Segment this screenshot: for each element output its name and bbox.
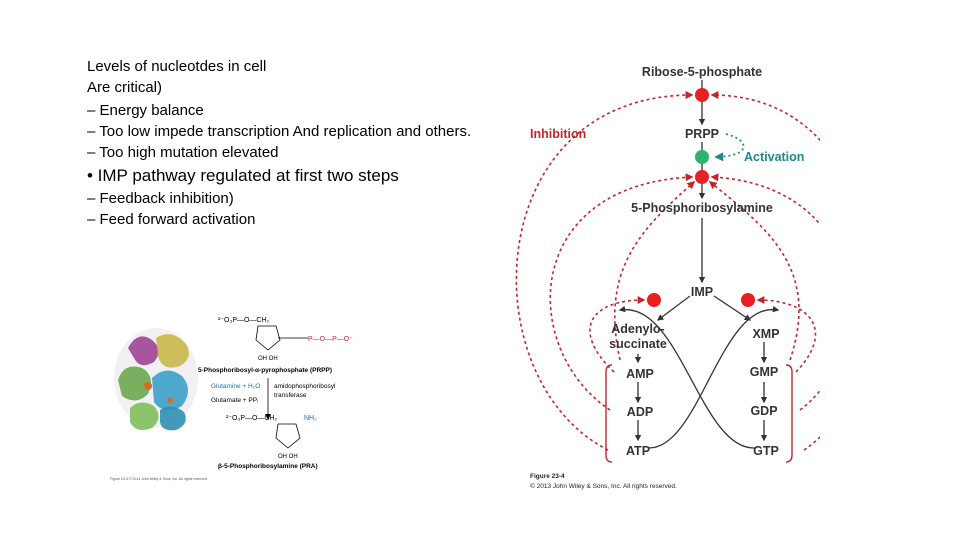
label-amp: AMP	[626, 367, 654, 381]
arc-amp-to-pra	[614, 180, 696, 361]
label-5-phosphoribosylamine: 5-Phosphoribosylamine	[631, 201, 773, 215]
pra-name: β-5-Phosphoribosylamine (PRA)	[218, 463, 318, 470]
bullet-too-high: – Too high mutation elevated	[87, 144, 279, 161]
arc-gtp-to-ribose	[710, 91, 820, 451]
prpp-phosphate-group: ²⁻O₃P—O—CH₂	[218, 317, 270, 324]
slide-text-block: Levels of nucleotdes in cell Are critica…	[87, 56, 507, 230]
prpp-name: 5-Phosphoribosyl-α-pyrophosphate (PRPP)	[198, 367, 332, 374]
bullet-energy: – Energy balance	[87, 102, 204, 119]
label-gdp: GDP	[750, 404, 777, 418]
enzyme-label-2: transferase	[274, 392, 307, 399]
arc-amp-to-adenylo	[589, 296, 646, 373]
bullet-imp-pathway: • IMP pathway regulated at first two ste…	[87, 166, 399, 185]
bullet-feedforward: – Feed forward activation	[87, 211, 256, 228]
activation-arc	[714, 133, 745, 162]
label-prpp: PRPP	[685, 127, 719, 141]
label-adenylo: Adenylo-	[611, 322, 664, 336]
pra-phosphate-group: ²⁻O₃P—O—CH₂	[226, 415, 278, 422]
inhibition-dot-xmp	[741, 293, 755, 307]
pra-amine: NH₂	[304, 415, 317, 422]
activation-dot-prpp	[695, 150, 709, 164]
arc-gmp-to-pra	[708, 181, 800, 361]
pra-ribose-ring	[275, 423, 301, 449]
inhibition-dot-adenylo	[647, 293, 661, 307]
label-xmp: XMP	[752, 327, 779, 341]
imp-pathway-diagram: Ribose-5-phosphate PRPP Inhibition Activ…	[515, 65, 820, 490]
pra-oh-groups: OH OH	[278, 454, 298, 460]
bullet-feedback: – Feedback inhibition)	[87, 190, 234, 207]
enzyme-label-1: amidophosphoribosyl	[274, 383, 336, 390]
arc-adp-to-pra	[549, 173, 694, 411]
figure-copyright: © 2013 John Wiley & Sons, Inc. All right…	[530, 482, 677, 490]
text-line-2: Are critical)	[87, 79, 163, 96]
structure-figure: ²⁻O₃P—O—CH₂ P—O—P—O⁻ OH OH 5-Phosphoribo…	[110, 317, 353, 481]
right-brace	[785, 364, 793, 463]
label-atp: ATP	[626, 444, 650, 458]
left-brace	[605, 364, 613, 463]
text-line-1: Levels of nucleotdes in cell	[87, 58, 267, 75]
arc-atp-to-ribose	[515, 91, 694, 451]
figure-label: Figure 23-4	[530, 473, 565, 480]
bullet-too-low: – Too low impede transcription And repli…	[87, 123, 472, 140]
arc-gdp-to-pra	[710, 173, 820, 411]
label-gmp: GMP	[750, 365, 778, 379]
label-adp: ADP	[627, 405, 653, 419]
label-inhibition: Inhibition	[530, 127, 586, 141]
inhibition-dot-pra	[695, 170, 709, 184]
label-gtp: GTP	[753, 444, 779, 458]
inhibition-dot-ribose	[695, 88, 709, 102]
label-ribose-5-phosphate: Ribose-5-phosphate	[642, 65, 762, 79]
glutamate-product: Glutamate + PPᵢ	[211, 397, 258, 404]
label-imp: IMP	[691, 285, 713, 299]
structure-credit: Figure 23-3 © 2013 John Wiley & Sons, In…	[110, 477, 208, 481]
prpp-pyrophosphate: P—O—P—O⁻	[308, 336, 353, 343]
protein-structure-image	[114, 328, 198, 431]
label-activation: Activation	[744, 150, 804, 164]
glutamine-reactant: Glutamine + H₂O	[211, 383, 260, 390]
main-pathway-arrows	[618, 80, 780, 449]
label-succinate: succinate	[609, 337, 667, 351]
prpp-oh-groups: OH OH	[258, 356, 278, 362]
prpp-ribose-ring	[255, 325, 281, 351]
feedback-inhibition-arcs	[515, 91, 820, 451]
